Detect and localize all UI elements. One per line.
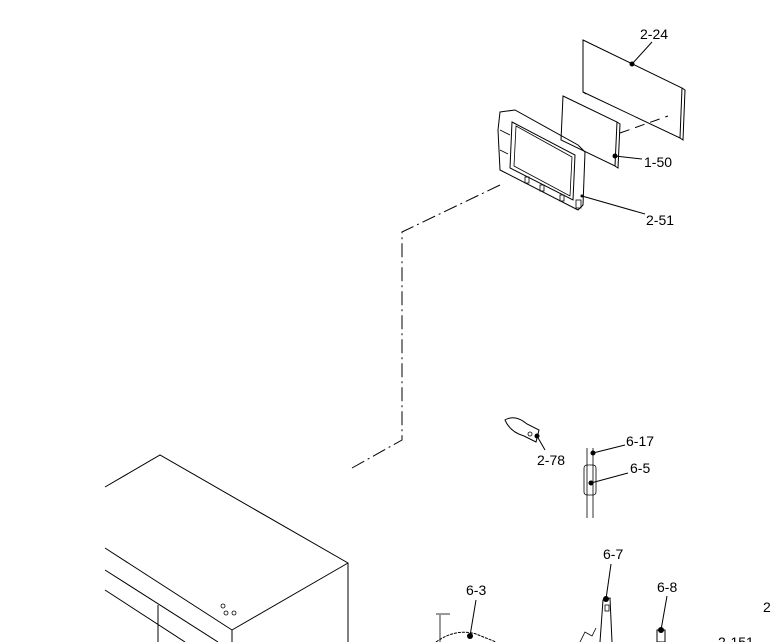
leader-dot <box>629 61 635 67</box>
leader-dot <box>658 627 664 633</box>
label-1-50: 1-50 <box>644 154 672 170</box>
leader-dot <box>590 450 596 456</box>
label-6-3: 6-3 <box>466 582 486 598</box>
leader-dot <box>588 480 594 486</box>
leader-dot <box>612 153 618 159</box>
label-2-78: 2-78 <box>537 452 565 468</box>
connection-dashdot-line <box>351 184 501 469</box>
part-2-51-bracket <box>497 109 586 211</box>
leader-dot <box>603 596 609 602</box>
alignment-dashed-line <box>619 115 669 134</box>
part-2-24-panel <box>582 39 686 141</box>
leader-line <box>631 41 653 65</box>
leader-line <box>605 563 612 600</box>
leader-dot <box>580 194 584 198</box>
leader-line <box>469 599 477 637</box>
label-2-51: 2-51 <box>646 212 674 228</box>
label-6-7: 6-7 <box>603 546 623 562</box>
leader-line <box>592 444 626 454</box>
label-6-8: 6-8 <box>657 579 677 595</box>
part-6-7-bracket <box>579 597 613 642</box>
label-2-24: 2-24 <box>640 26 668 42</box>
leader-line <box>614 155 643 160</box>
part-6-3-coil <box>435 613 497 642</box>
label-2: 2 <box>763 599 771 615</box>
leader-line <box>581 195 646 215</box>
label-2-151: 2-151 <box>718 634 754 642</box>
cabinet-box <box>104 454 349 642</box>
leader-line <box>536 435 546 451</box>
part-2-78-clip <box>504 417 540 443</box>
leader-dot <box>467 633 473 639</box>
label-6-17: 6-17 <box>626 433 654 449</box>
part-1-50-panel <box>560 95 621 169</box>
leader-dot <box>534 433 540 439</box>
leader-line <box>660 595 668 631</box>
leader-line <box>590 472 629 484</box>
label-6-5: 6-5 <box>630 460 650 476</box>
